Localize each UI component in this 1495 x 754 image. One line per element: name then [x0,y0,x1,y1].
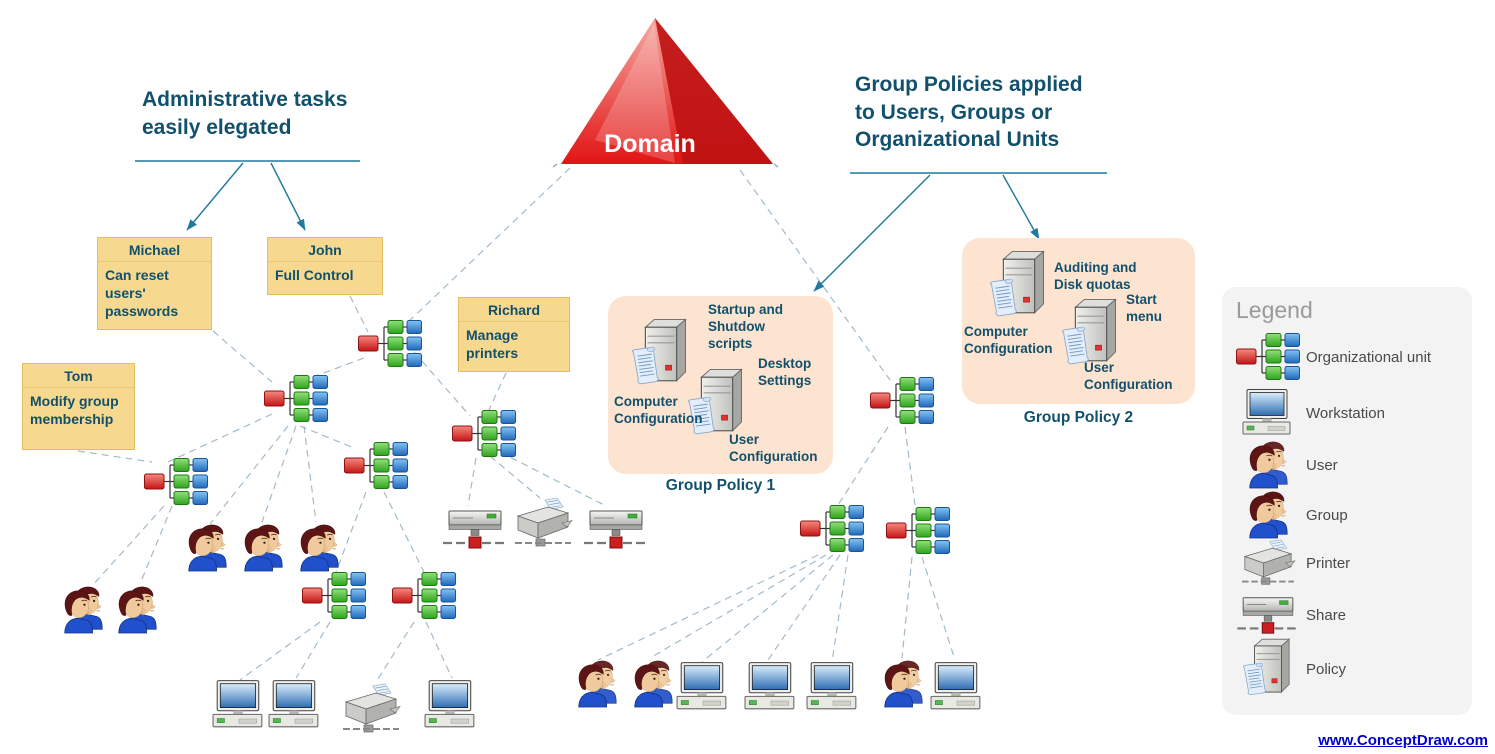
policy-icon [990,250,1048,322]
share-icon [584,506,648,552]
note-body: Full Control [275,267,354,283]
workstation-icon [676,662,730,712]
note-title: John [268,238,382,262]
note-title: Michael [98,238,211,262]
legend-label: User [1306,456,1338,474]
organizational-unit-icon [870,377,934,425]
organizational-unit-icon [144,458,208,506]
workstation-icon [212,680,266,730]
user-icon [1230,441,1306,489]
group-icon [294,524,344,572]
gp2-caption: Group Policy 2 [1023,409,1134,426]
workstation-icon [806,662,860,712]
share-icon [443,506,507,552]
legend-row: Group [1230,489,1462,541]
legend-label: Organizational unit [1306,348,1432,366]
gp1-scripts-label: Startup and Shutdow scripts [708,302,784,351]
gp1-computer-label: Computer Configuration [614,394,703,426]
share-icon [1230,593,1306,637]
printer-icon [340,682,402,736]
user-icon [628,660,678,708]
group-policy-headline: Group Policies applied to Users, Groups … [855,73,1083,152]
note-richard: Richard Manage printers [458,297,570,372]
organizational-unit-icon [358,320,422,368]
organizational-unit-icon [392,572,456,620]
gp1-caption: Group Policy 1 [665,477,776,494]
group-icon [112,586,162,634]
legend-label: Share [1306,606,1347,624]
gp1-user-label: User Configuration [729,432,818,464]
note-john: John Full Control [267,237,383,295]
organizational-unit-icon [302,572,366,620]
legend-label: Workstation [1306,404,1385,422]
legend-label: Group [1306,506,1348,524]
legend: Legend Organizational unit Workstation U… [1222,287,1472,715]
workstation-icon [268,680,322,730]
note-title: Richard [459,298,569,322]
note-tom: Tom Modify group membership [22,363,135,450]
note-body: Modify group membership [30,393,119,427]
note-body: Manage printers [466,327,519,361]
legend-label: Policy [1306,660,1347,678]
organizational-unit-icon [800,505,864,553]
gp2-start-menu-label: Start menu [1126,292,1163,324]
organizational-unit-icon [452,410,516,458]
legend-row: Organizational unit [1230,331,1462,383]
gp2-auditing-label: Auditing and Disk quotas [1054,260,1137,292]
admin-headline: Administrative tasks easily elegated [142,88,348,139]
note-body: Can reset users' passwords [105,267,179,319]
gp2-user-label: User Configuration [1084,360,1173,392]
printer-icon [512,496,574,550]
organizational-unit-icon [1230,333,1306,381]
organizational-unit-icon [264,375,328,423]
workstation-icon [1230,389,1306,437]
legend-row: Policy [1230,637,1462,701]
note-title: Tom [23,364,134,388]
conceptdraw-link[interactable]: www.ConceptDraw.com [1318,732,1488,749]
group-icon [182,524,232,572]
legend-row: Workstation [1230,387,1462,439]
legend-title: Legend [1236,297,1313,323]
user-icon [878,660,928,708]
group-icon [1230,491,1306,539]
legend-row: User [1230,439,1462,491]
workstation-icon [930,662,984,712]
group-icon [58,586,108,634]
domain-label: Domain [604,130,696,158]
policy-icon [1230,638,1306,700]
workstation-icon [424,680,478,730]
group-icon [238,524,288,572]
organizational-unit-icon [886,507,950,555]
organizational-unit-icon [344,442,408,490]
workstation-icon [744,662,798,712]
gp1-desktop-label: Desktop Settings [758,356,812,388]
legend-label: Printer [1306,554,1351,572]
user-icon [572,660,622,708]
legend-row: Share [1230,589,1462,641]
gp2-computer-label: Computer Configuration [964,324,1053,356]
legend-row: Printer [1230,537,1462,589]
printer-icon [1230,538,1306,588]
note-michael: Michael Can reset users' passwords [97,237,212,330]
policy-icon [632,318,690,390]
domain-pyramid [548,14,783,171]
